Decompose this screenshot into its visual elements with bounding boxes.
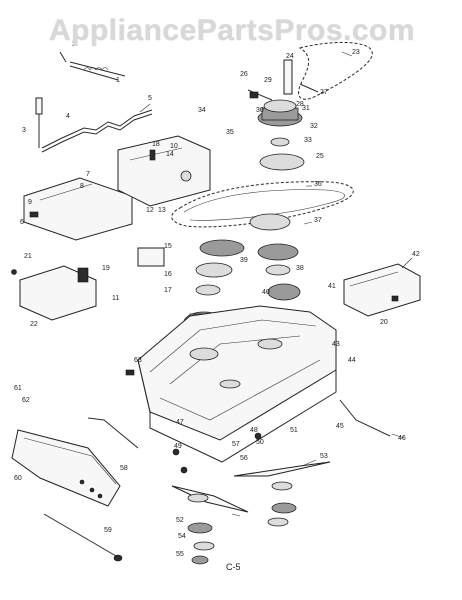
callout-37: 37 [314, 217, 322, 224]
page-code: C-5 [226, 562, 241, 572]
callout-19: 19 [102, 265, 110, 272]
callout-6: 6 [20, 219, 24, 226]
callout-26: 26 [240, 71, 248, 78]
callout-11: 11 [112, 295, 119, 302]
callout-2: 2 [72, 41, 76, 48]
callout-43: 43 [332, 341, 340, 348]
callout-29: 29 [264, 77, 272, 84]
callout-5: 5 [148, 95, 152, 102]
callout-1: 1 [116, 77, 120, 84]
callout-7: 7 [86, 171, 90, 178]
callout-14: 14 [166, 151, 174, 158]
callout-27: 27 [320, 89, 328, 96]
callout-12: 12 [146, 207, 154, 214]
callout-16: 16 [164, 271, 172, 278]
callout-41: 41 [328, 283, 336, 290]
callout-56: 56 [240, 455, 248, 462]
callout-39: 39 [240, 257, 248, 264]
callout-9: 9 [28, 199, 32, 206]
callout-leaders [139, 51, 413, 517]
callout-17: 17 [164, 287, 172, 294]
callout-4: 4 [66, 113, 70, 120]
callout-32: 32 [310, 123, 318, 130]
callout-21: 21 [24, 253, 32, 260]
callout-36: 36 [314, 181, 322, 188]
callout-48: 48 [250, 427, 258, 434]
mower-deck-housing [125, 305, 337, 463]
upper-bracket [117, 135, 211, 207]
spring-rod-assembly [59, 51, 126, 81]
callout-62: 62 [22, 397, 30, 404]
callout-51: 51 [290, 427, 298, 434]
callout-40: 40 [262, 289, 270, 296]
right-bracket [343, 263, 421, 317]
callout-31: 31 [302, 105, 310, 112]
upper-spindle-assembly [247, 59, 319, 171]
callout-42: 42 [412, 251, 420, 258]
callout-52: 52 [176, 517, 184, 524]
callout-22: 22 [30, 321, 38, 328]
watermark-logo-text: AppliancePartsPros.com [48, 14, 416, 47]
callout-46: 46 [398, 435, 406, 442]
callout-28: 28 [296, 101, 304, 108]
callout-15: 15 [164, 243, 172, 250]
callout-55: 55 [176, 551, 184, 558]
callout-61: 61 [14, 385, 22, 392]
callout-3: 3 [22, 127, 26, 134]
callout-49: 49 [174, 443, 182, 450]
callout-34: 34 [198, 107, 206, 114]
callout-47: 47 [176, 419, 184, 426]
callout-25: 25 [316, 153, 324, 160]
callout-23: 23 [352, 49, 360, 56]
callout-58: 58 [120, 465, 128, 472]
callout-60: 60 [14, 475, 22, 482]
callout-33: 33 [304, 137, 312, 144]
callout-8: 8 [80, 183, 84, 190]
lower-rods [87, 399, 391, 449]
callout-20: 20 [380, 319, 388, 326]
callout-44: 44 [348, 357, 356, 364]
callout-10: 10 [170, 143, 178, 150]
shift-rod [35, 97, 153, 153]
callout-45: 45 [336, 423, 344, 430]
left-bracket [11, 265, 97, 321]
callout-50: 50 [256, 439, 264, 446]
callout-35: 35 [226, 129, 234, 136]
blade-assemblies [171, 432, 331, 565]
callout-59: 59 [104, 527, 112, 534]
callout-63: 63 [134, 357, 142, 364]
callout-18: 18 [152, 141, 160, 148]
callout-38: 38 [296, 265, 304, 272]
long-bolt [43, 513, 123, 562]
callout-30: 30 [256, 107, 264, 114]
drive-belt-lower [171, 181, 354, 228]
callout-24: 24 [286, 53, 294, 60]
callout-57: 57 [232, 441, 240, 448]
callout-54: 54 [178, 533, 186, 540]
discharge-chute [11, 429, 121, 507]
callout-53: 53 [320, 453, 328, 460]
drive-belt-upper [298, 41, 373, 100]
mounting-bracket-left [23, 177, 133, 241]
callout-13: 13 [158, 207, 166, 214]
